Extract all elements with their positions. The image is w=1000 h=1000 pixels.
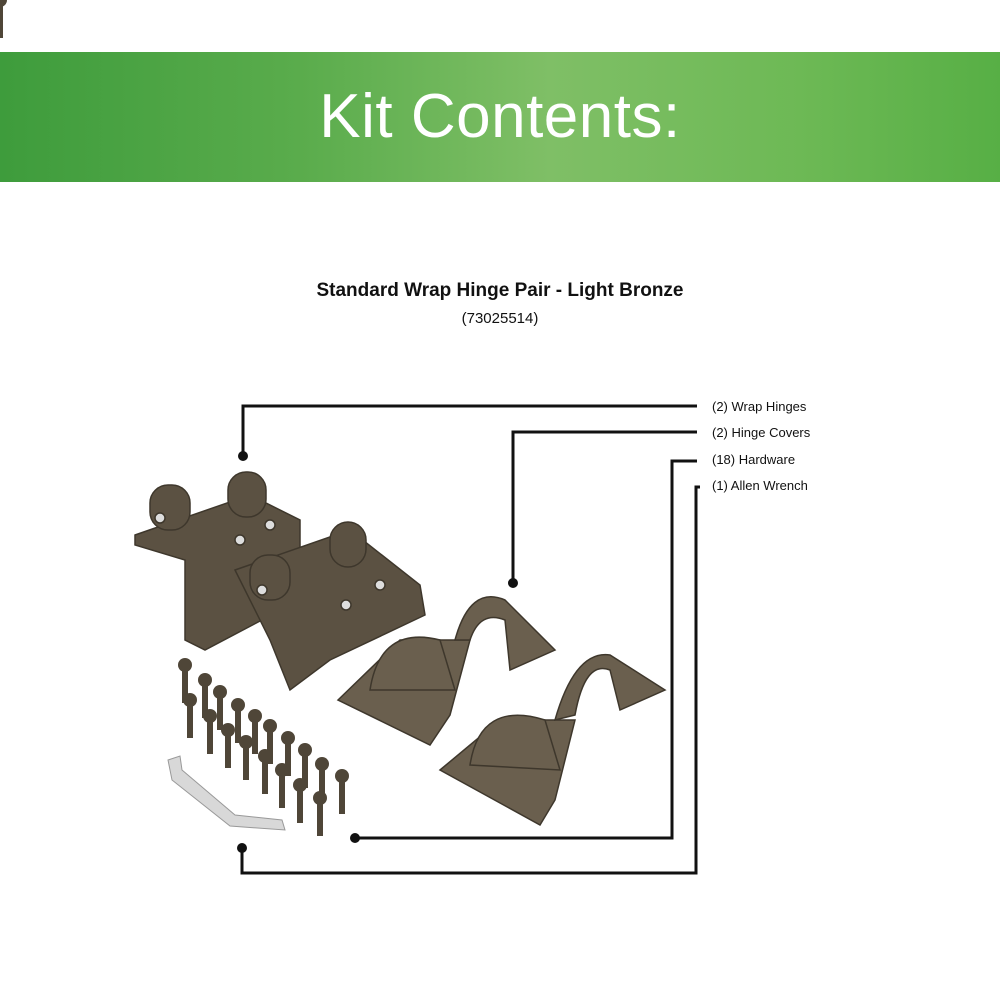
product-code: (73025514) <box>461 310 539 327</box>
product-name: Standard Wrap Hinge Pair - Light Bronze <box>316 280 684 301</box>
hinge-covers <box>336 596 667 827</box>
leader-lines <box>240 404 700 875</box>
header-banner: Kit Contents: <box>0 52 1000 182</box>
contents-item-hardware: (18) Hardware <box>712 452 796 467</box>
contents-item-hinge-covers: (2) Hinge Covers <box>712 425 811 440</box>
page-title: Kit Contents: <box>319 82 681 151</box>
wrap-hinges <box>134 471 426 692</box>
contents-item-allen-wrench: (1) Allen Wrench <box>712 478 808 493</box>
allen-wrench <box>167 755 286 831</box>
hardware-screws <box>0 0 349 836</box>
contents-item-wrap-hinges: (2) Wrap Hinges <box>712 399 807 414</box>
